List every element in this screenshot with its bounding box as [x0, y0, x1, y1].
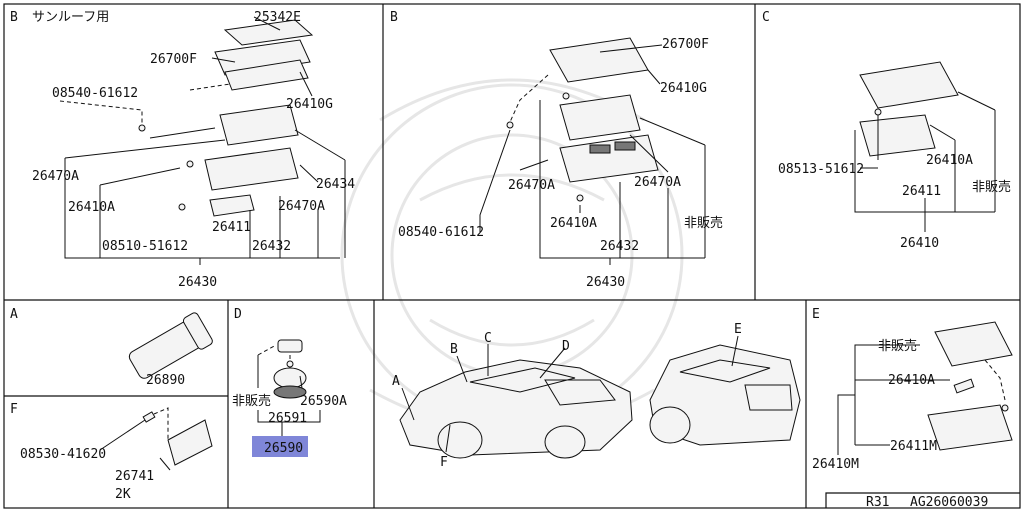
lamp-lens-part: [209, 194, 255, 217]
label-not-for-sale: 非販売: [232, 393, 271, 409]
lamp-lens-part: [927, 404, 1013, 451]
lens-part: [214, 39, 311, 76]
label-26410: 26410: [900, 236, 939, 251]
panel-e: E 非販売 26410A 26411M 26410M: [812, 307, 1013, 472]
label-26410a: 26410A: [926, 153, 973, 168]
label-26700f: 26700F: [662, 37, 709, 52]
panel-f: F 08530-41620 26741 2K: [10, 402, 213, 502]
label-26430: 26430: [586, 275, 625, 290]
location-label-b: B: [450, 342, 458, 357]
panel-d-title: D: [234, 307, 242, 322]
panel-a-title: A: [10, 307, 18, 322]
label-26590a: 26590A: [300, 394, 347, 409]
label-26470a-right: 26470A: [634, 175, 681, 190]
lamp-body-part: [204, 147, 299, 191]
footer: R31 AG26060039: [866, 495, 988, 510]
label-26741: 26741: [115, 469, 154, 484]
label-26411: 26411: [902, 184, 941, 199]
vehicle-sedan: [399, 359, 633, 459]
panel-b-title: B: [390, 10, 398, 25]
label-26432: 26432: [600, 239, 639, 254]
label-26434: 26434: [316, 177, 355, 192]
label-26410m: 26410M: [812, 457, 859, 472]
panel-d: D 非販売 26590A 26591 26590: [232, 307, 347, 457]
label-not-for-sale: 非販売: [878, 338, 917, 354]
location-label-a: A: [392, 374, 400, 389]
panel-f-title: F: [10, 402, 18, 417]
label-26890: 26890: [146, 373, 185, 388]
location-label-c: C: [484, 331, 492, 346]
lamp-housing-part: [559, 94, 641, 141]
label-26410g: 26410G: [286, 97, 333, 112]
lamp-housing-part: [219, 104, 299, 146]
bulb-part: [128, 312, 213, 379]
trim-part: [224, 59, 309, 91]
panel-b-sunroof-title: B: [10, 10, 18, 25]
panel-b-sunroof: B サンルーフ用 25342E 26700F 08540-61612 26: [10, 10, 355, 290]
panel-e-title: E: [812, 307, 820, 322]
label-26411m: 26411M: [890, 439, 937, 454]
label-26410g: 26410G: [660, 81, 707, 96]
location-label-f: F: [440, 455, 448, 470]
label-26432: 26432: [252, 239, 291, 254]
location-label-d: D: [562, 339, 570, 354]
label-26410a: 26410A: [888, 373, 935, 388]
footer-ref: R31: [866, 495, 889, 510]
sunroof-cover-part: [223, 19, 314, 46]
label-08540-61612: 08540-61612: [52, 86, 138, 101]
label-26591: 26591: [268, 411, 307, 426]
panel-frames: [3, 3, 1021, 509]
panel-c: C 08513-51612 26410A 26411 非販売 26410: [762, 10, 1011, 251]
vehicle-wagon: [649, 344, 801, 446]
label-08530-41620: 08530-41620: [20, 447, 106, 462]
label-26410a: 26410A: [550, 216, 597, 231]
label-08540-61612: 08540-61612: [398, 225, 484, 240]
label-26410a: 26410A: [68, 200, 115, 215]
label-26470a: 26470A: [508, 178, 555, 193]
socket-part: [277, 339, 303, 353]
highlight-26590: [252, 436, 308, 457]
label-26590: 26590: [264, 441, 303, 456]
label-26470a: 26470A: [32, 169, 79, 184]
label-25342e: 25342E: [254, 10, 301, 25]
lamp-housing-part: [934, 321, 1013, 367]
lens-part: [549, 37, 649, 83]
location-label-e: E: [734, 322, 742, 337]
footer-code: AG26060039: [910, 495, 988, 510]
label-26411: 26411: [212, 220, 251, 235]
label-26470a-right: 26470A: [278, 199, 325, 214]
label-26430: 26430: [178, 275, 217, 290]
panel-c-title: C: [762, 10, 770, 25]
panel-b-sunroof-subtitle: サンルーフ用: [32, 10, 109, 25]
panel-a: A 26890: [10, 307, 213, 388]
lamp-housing-part: [859, 61, 959, 109]
label-26700f: 26700F: [150, 52, 197, 67]
label-2k: 2K: [115, 487, 131, 502]
lamp-part: [167, 419, 213, 466]
lamp-lens-part: [859, 114, 936, 157]
label-not-for-sale: 非販売: [684, 215, 723, 231]
label-not-for-sale: 非販売: [972, 179, 1011, 195]
label-08513-51612: 08513-51612: [778, 162, 864, 177]
panel-vehicle: A B C D E F: [392, 322, 801, 470]
label-08510-51612: 08510-51612: [102, 239, 188, 254]
panel-b: B 26700F 26410G 26470A 26470A 08540-6161…: [390, 10, 723, 290]
